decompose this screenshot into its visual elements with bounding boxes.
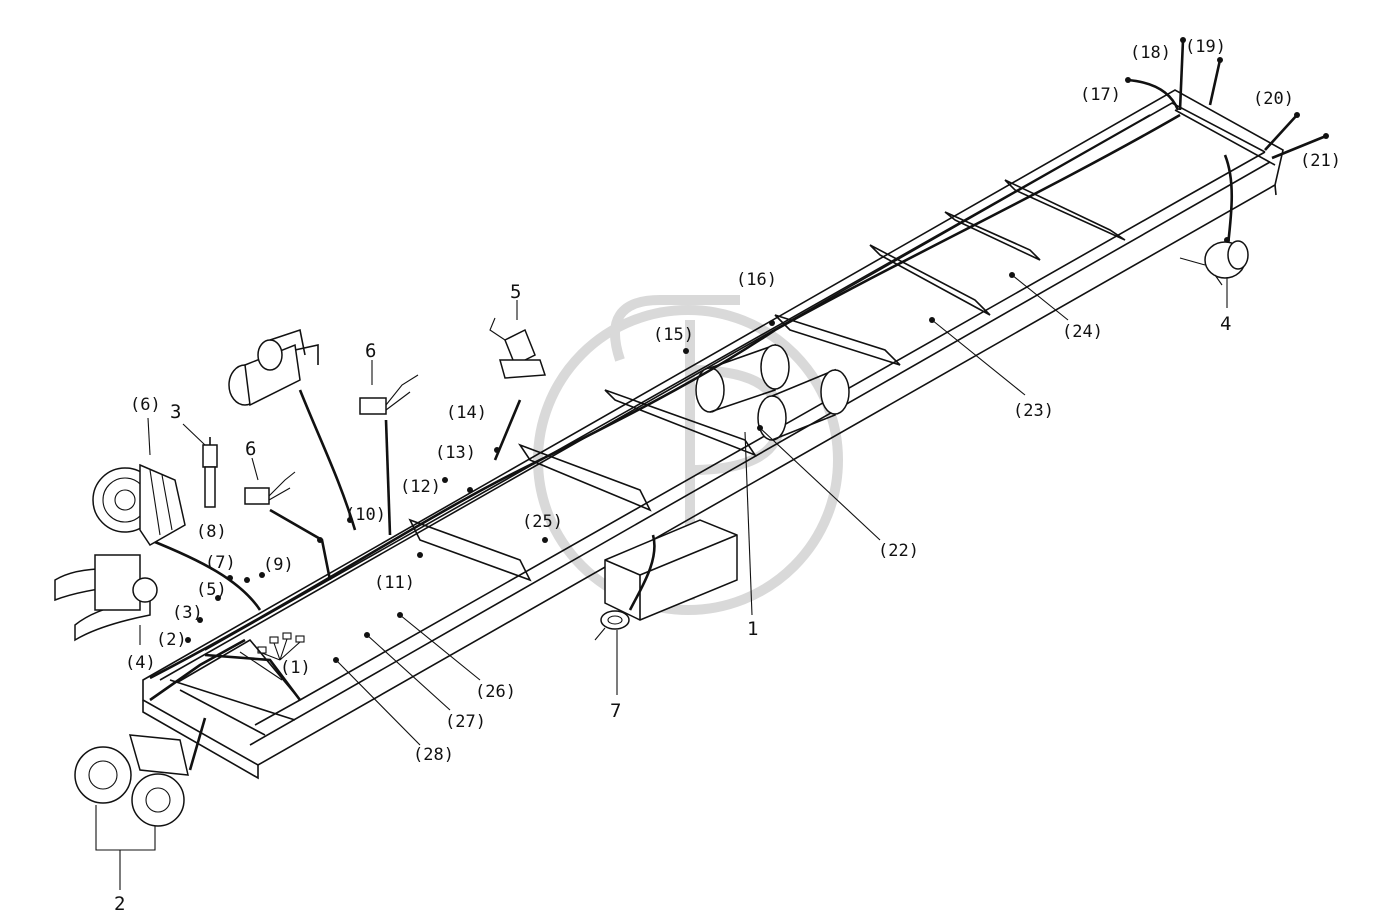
part-5: 5: [510, 281, 521, 303]
part-4: 4: [1220, 313, 1231, 335]
callout-25: (25): [522, 512, 563, 532]
callout-18: (18): [1130, 43, 1171, 63]
callout-27: (27): [445, 712, 486, 732]
callout-6: (6): [130, 395, 161, 415]
callout-7: (7): [205, 553, 236, 573]
callout-4: (4): [125, 653, 156, 673]
leader-lines: [95, 270, 1228, 890]
callout-10: (10): [345, 505, 386, 525]
callout-13: (13): [435, 443, 476, 463]
callout-labels: (1) (2) (3) (4) (5) (6) (7) (8) (9) (10)…: [125, 37, 1341, 765]
callout-14: (14): [446, 403, 487, 423]
callout-17: (17): [1080, 85, 1121, 105]
callout-9: (9): [263, 555, 294, 575]
part-6-upper: 6: [365, 340, 376, 362]
part-1: 1: [747, 618, 758, 640]
horn-icon: [54, 554, 158, 642]
callout-23: (23): [1013, 401, 1054, 421]
main-harness-wire: [149, 39, 1327, 702]
callout-28: (28): [413, 745, 454, 765]
connector-group: [257, 632, 305, 661]
callout-dots: [185, 37, 1329, 663]
air-tanks: [695, 343, 850, 441]
callout-8: (8): [196, 522, 227, 542]
callout-22: (22): [878, 541, 919, 561]
horn-icon: [74, 717, 207, 827]
callout-20: (20): [1253, 89, 1294, 109]
callout-5: (5): [196, 580, 227, 600]
part-number-labels: 1 2 3 4 5 6 6 7: [114, 281, 1231, 915]
starter-motor-icon: [228, 328, 319, 407]
callout-26: (26): [475, 682, 516, 702]
callout-19: (19): [1185, 37, 1226, 57]
part-6-lower: 6: [245, 438, 256, 460]
callout-21: (21): [1300, 151, 1341, 171]
part-7: 7: [610, 700, 621, 722]
sensor-icon: [202, 437, 218, 508]
callout-3: (3): [172, 603, 203, 623]
switch-icon: [244, 471, 296, 505]
grommet-icon: [594, 610, 630, 641]
callout-12: (12): [400, 477, 441, 497]
part-2: 2: [114, 893, 125, 915]
callout-11: (11): [374, 573, 415, 593]
callout-16: (16): [736, 270, 777, 290]
callout-1: (1): [280, 658, 311, 678]
vehicle-frame: [142, 89, 1284, 780]
buzzer-icon: [1179, 240, 1249, 286]
switch-icon: [359, 374, 419, 415]
relay-icon: [489, 317, 547, 379]
callout-15: (15): [653, 325, 694, 345]
alternator-icon: [92, 463, 186, 546]
part-3: 3: [170, 401, 181, 423]
callout-2: (2): [156, 630, 187, 650]
callout-24: (24): [1062, 322, 1103, 342]
